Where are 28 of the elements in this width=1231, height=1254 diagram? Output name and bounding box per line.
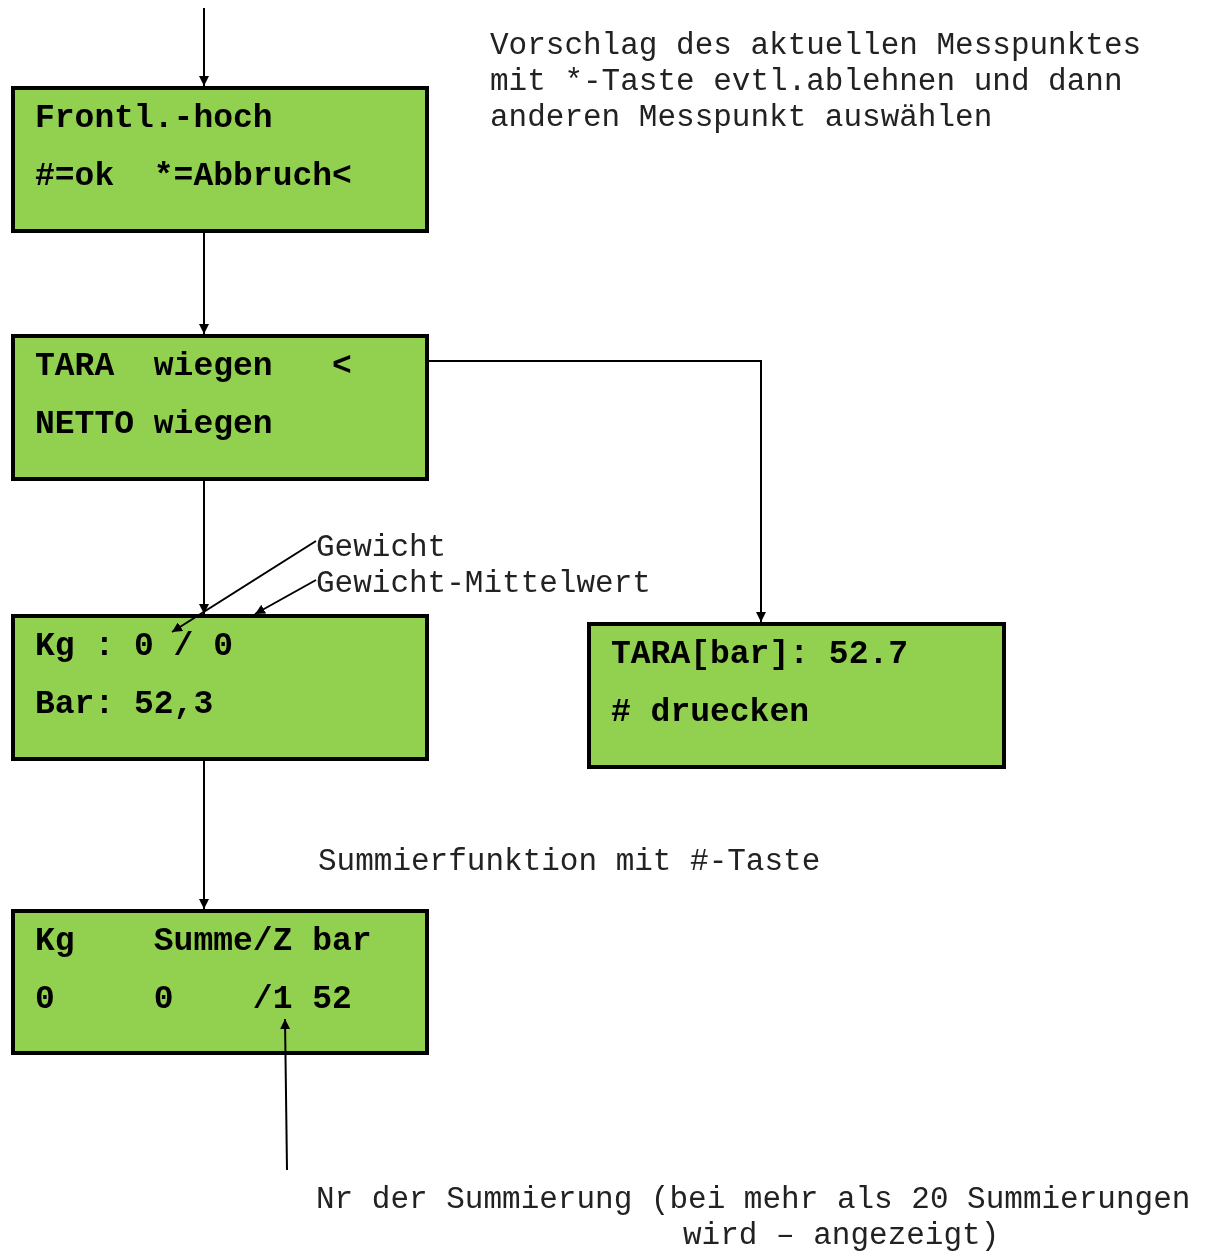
display-line: TARA[bar]: 52.7 xyxy=(611,636,909,675)
annotation-text: Nr der Summierung (bei mehr als 20 Summierungen wird – angezeigt) xyxy=(316,1182,1231,1254)
note-text: Summierfunktion mit #-Taste xyxy=(318,844,822,880)
display-line: 0 0 /1 52 xyxy=(35,981,352,1020)
display-box xyxy=(11,909,429,1055)
leader-line xyxy=(280,1018,291,1171)
display-line: Frontl.-hoch xyxy=(35,100,273,139)
display-line: Bar: 52,3 xyxy=(35,686,214,725)
arrow xyxy=(199,232,209,335)
display-line: Kg Summe/Z bar xyxy=(35,923,372,962)
arrow xyxy=(428,360,766,623)
arrow xyxy=(199,480,209,615)
display-line: Kg : 0 / 0 xyxy=(35,628,234,667)
display-line: #=ok *=Abbruch< xyxy=(35,158,352,197)
annotation-text: Gewicht-Mittelwert xyxy=(316,566,666,602)
annotation-text: Gewicht xyxy=(316,530,456,566)
display-box xyxy=(587,622,1006,769)
arrow xyxy=(199,7,209,87)
display-box xyxy=(11,614,429,761)
display-line: NETTO wiegen xyxy=(35,406,273,445)
arrow xyxy=(199,760,209,910)
leader-line xyxy=(254,579,317,615)
note-text: Vorschlag des aktuellen Messpunktes mit *-Taste evtl.ablehnen und dann anderen Messpunkt auswählen xyxy=(490,28,1143,136)
display-line: TARA wiegen < xyxy=(35,348,352,387)
display-box xyxy=(11,86,429,233)
display-box xyxy=(11,334,429,481)
leader-line xyxy=(171,540,317,633)
display-line: # druecken xyxy=(611,694,810,733)
